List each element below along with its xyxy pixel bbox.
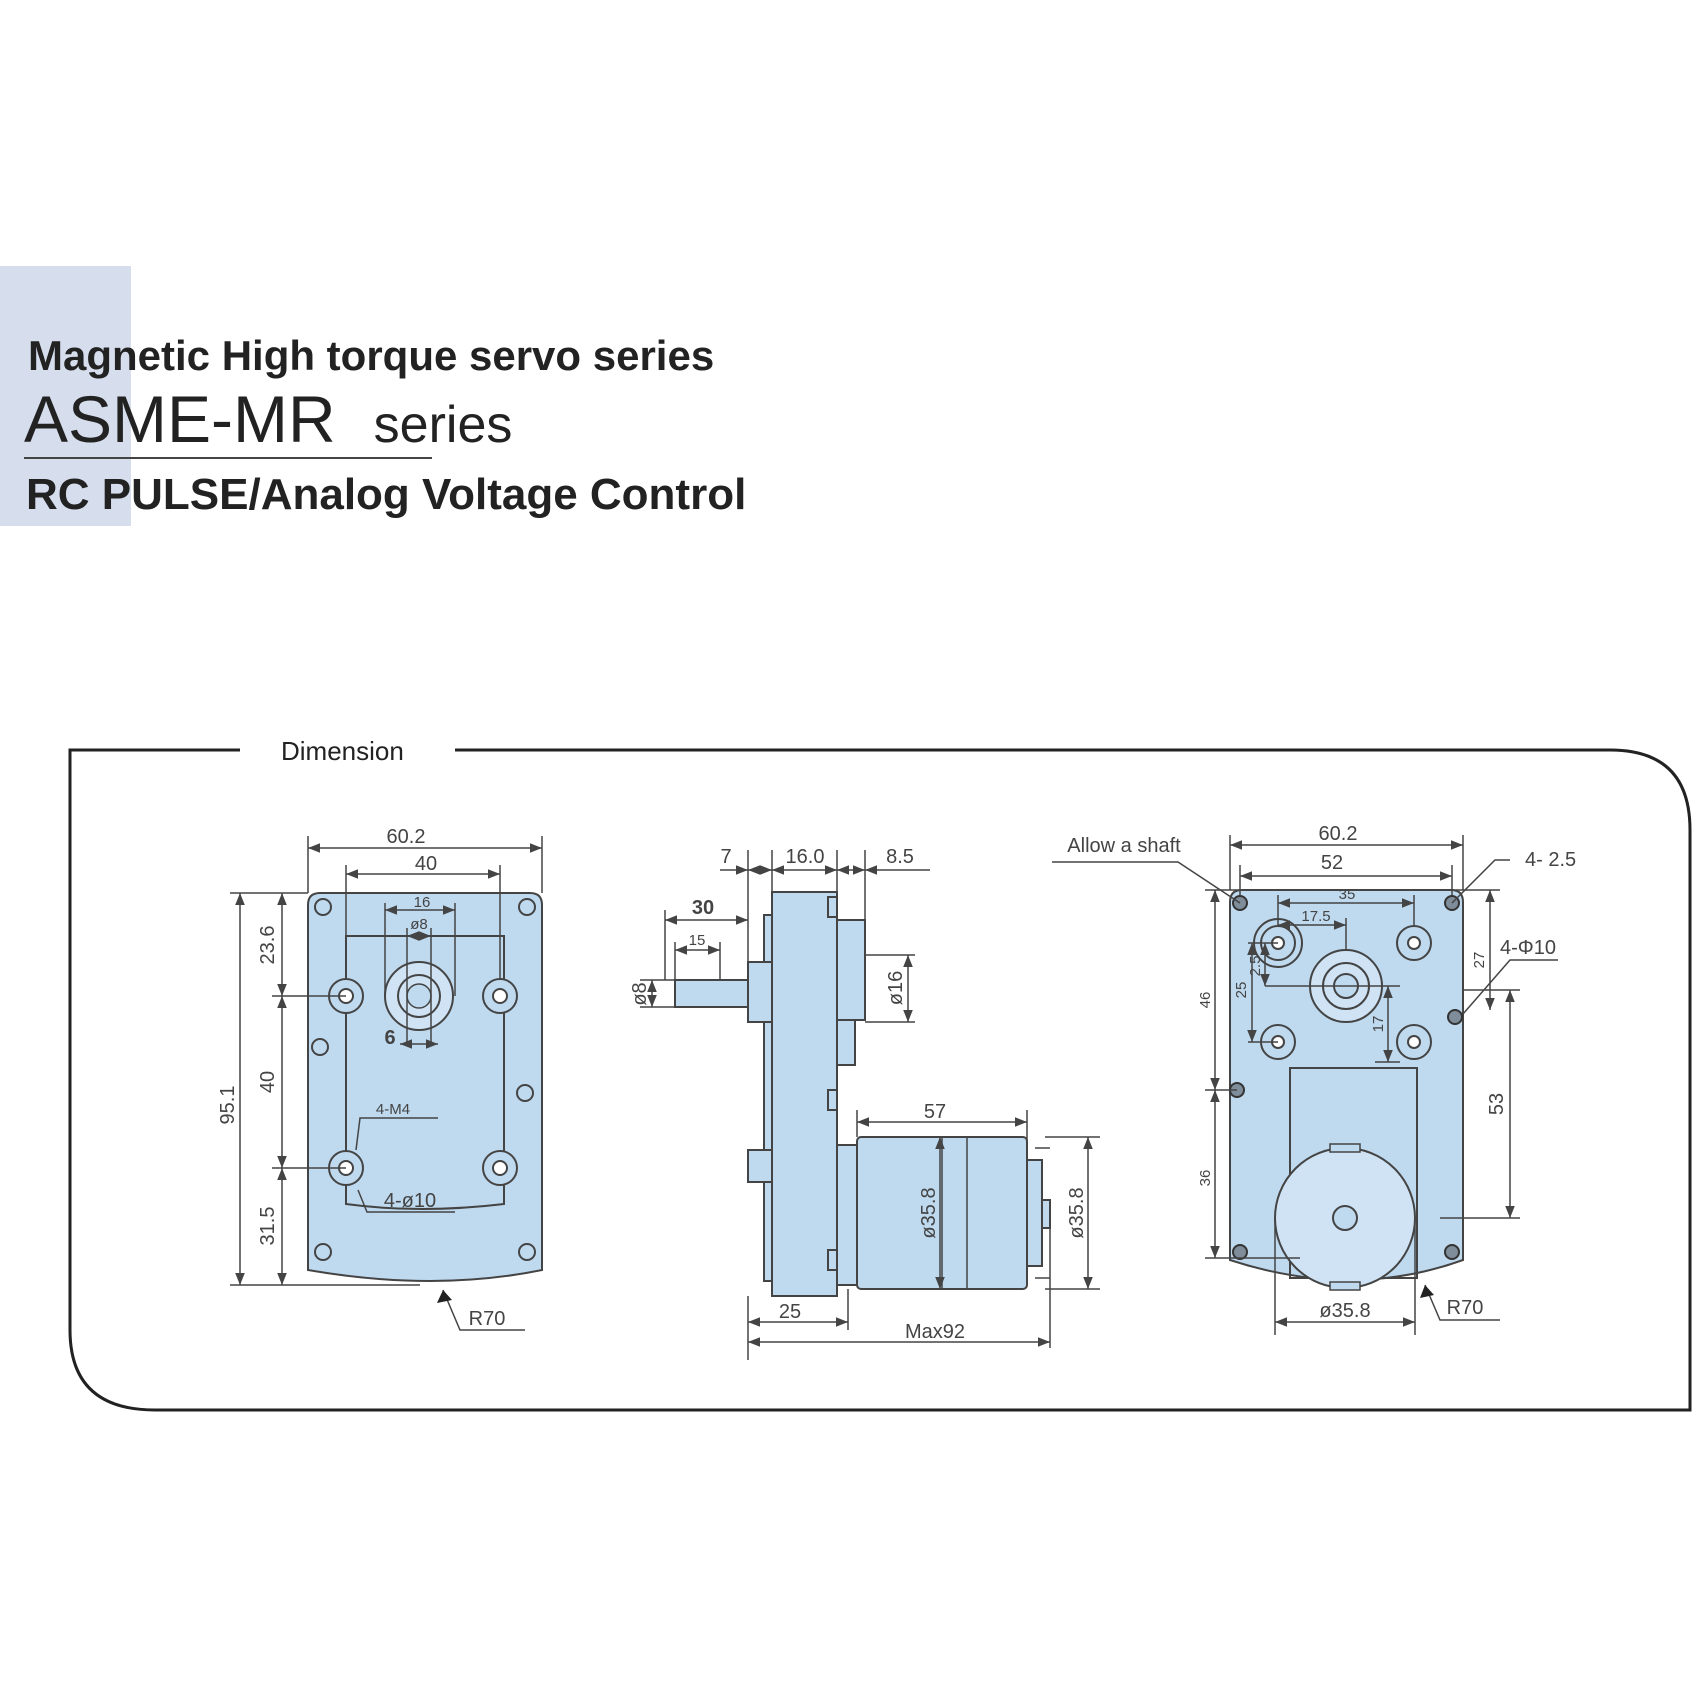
rear-pitch-label: 35 bbox=[1339, 886, 1356, 903]
rear-hole-span-label: 52 bbox=[1321, 852, 1343, 874]
front-width-label: 60.2 bbox=[387, 826, 426, 848]
front-shaft-dia-label: ø8 bbox=[410, 916, 428, 933]
series-underline bbox=[24, 457, 432, 459]
front-flat-label: 6 bbox=[384, 1027, 395, 1049]
side-shaft-collar bbox=[747, 961, 773, 1023]
side-view: 7 16.0 8.5 30 15 ø8 ø16 57 ø35.8 ø35.8 2… bbox=[629, 846, 1100, 1360]
series-name: ASME-MR bbox=[24, 382, 336, 456]
side-d15-label: 15 bbox=[689, 932, 706, 949]
rear-radius-label: R70 bbox=[1447, 1297, 1484, 1319]
side-motor-terminal bbox=[1041, 1199, 1051, 1229]
rear-v17-label: 17 bbox=[1370, 1016, 1387, 1033]
side-d85-label: 8.5 bbox=[886, 846, 914, 868]
front-top-label: 23.6 bbox=[257, 926, 279, 965]
side-motor-dia-label: ø35.8 bbox=[918, 1187, 940, 1238]
rear-hole-core bbox=[1407, 1035, 1421, 1049]
front-mount-hole bbox=[314, 898, 332, 916]
rear-hole-core bbox=[1407, 936, 1421, 950]
rear-motor-dia-label: ø35.8 bbox=[1319, 1300, 1370, 1322]
front-bottom-label: 31.5 bbox=[257, 1207, 279, 1246]
side-boss bbox=[836, 919, 866, 1021]
front-mount-hole bbox=[516, 1084, 534, 1102]
side-shaft bbox=[674, 979, 749, 1008]
rear-v46-label: 46 bbox=[1197, 992, 1214, 1009]
rear-motor-tab bbox=[1329, 1143, 1361, 1153]
side-d16-label: 16.0 bbox=[786, 846, 825, 868]
side-boss-label: ø16 bbox=[885, 971, 907, 1005]
rear-note-label: Allow a shaft bbox=[1067, 835, 1181, 857]
dimension-frame bbox=[68, 748, 1692, 1412]
side-d7-label: 7 bbox=[720, 846, 731, 868]
front-shaft-core bbox=[406, 983, 432, 1009]
rear-motor-hub bbox=[1332, 1205, 1358, 1231]
front-shaft bbox=[397, 974, 441, 1018]
side-motor-cap bbox=[1026, 1159, 1043, 1267]
side-mount-block bbox=[747, 1149, 773, 1183]
rear-view: Allow a shaft 60.2 52 4- 2.5 35 17.5 4-Φ… bbox=[1052, 823, 1576, 1335]
rear-v25b-label: 2.5 bbox=[1247, 956, 1264, 977]
side-shaft-label: ø8 bbox=[629, 982, 651, 1005]
side-d25-label: 25 bbox=[779, 1301, 801, 1323]
control-subtitle: RC PULSE/Analog Voltage Control bbox=[26, 470, 747, 519]
side-plate bbox=[763, 914, 773, 1282]
front-mount-hole bbox=[518, 1243, 536, 1261]
front-height-label: 95.1 bbox=[217, 1086, 239, 1125]
front-hole-core bbox=[492, 1160, 508, 1176]
side-boss-step bbox=[836, 1019, 856, 1066]
front-mount-hole bbox=[311, 1038, 329, 1056]
rear-screws-label: 4- 2.5 bbox=[1525, 849, 1576, 871]
front-hole-core bbox=[492, 988, 508, 1004]
front-bore-label: 16 bbox=[414, 894, 431, 911]
rear-screw bbox=[1447, 1009, 1463, 1025]
side-gearbox-body bbox=[771, 891, 838, 1297]
side-motor-connector bbox=[836, 1144, 858, 1286]
series-suffix: series bbox=[373, 396, 513, 454]
rear-motor-tab bbox=[1329, 1281, 1361, 1291]
rear-v53-label: 53 bbox=[1486, 1093, 1508, 1115]
rear-screw bbox=[1232, 1244, 1248, 1260]
front-inner-outline bbox=[345, 935, 505, 1210]
front-radius-label: R70 bbox=[469, 1308, 506, 1330]
page-title: Magnetic High torque servo series bbox=[28, 332, 715, 379]
side-tab bbox=[827, 1089, 838, 1111]
front-view: 60.2 40 16 ø8 6 4-M4 4-ø10 R70 95.1 23.6… bbox=[217, 826, 543, 1331]
rear-v36-label: 36 bbox=[1197, 1170, 1214, 1187]
side-d30-label: 30 bbox=[692, 897, 714, 919]
side-tab bbox=[827, 896, 838, 918]
front-thread-label: 4-M4 bbox=[376, 1101, 410, 1118]
dimension-label: Dimension bbox=[281, 736, 404, 766]
front-mid-label: 40 bbox=[257, 1071, 279, 1093]
side-motor-len-label: 57 bbox=[924, 1101, 946, 1123]
header-accent-bar bbox=[0, 266, 131, 526]
rear-v27-label: 27 bbox=[1471, 952, 1488, 969]
side-max-label: Max92 bbox=[905, 1321, 965, 1343]
front-mount-hole bbox=[518, 898, 536, 916]
rear-offset-label: 17.5 bbox=[1301, 908, 1330, 925]
rear-holes-label: 4-Φ10 bbox=[1500, 937, 1556, 959]
front-hole-span-label: 40 bbox=[415, 853, 437, 875]
side-tab bbox=[827, 1249, 838, 1271]
front-holes-label: 4-ø10 bbox=[384, 1190, 436, 1212]
front-housing bbox=[307, 892, 543, 1282]
rear-v25-label: 25 bbox=[1233, 982, 1250, 999]
rear-screw bbox=[1444, 1244, 1460, 1260]
front-mount-hole bbox=[314, 1243, 332, 1261]
rear-width-label: 60.2 bbox=[1319, 823, 1358, 845]
side-motor-dia2-label: ø35.8 bbox=[1066, 1187, 1088, 1238]
